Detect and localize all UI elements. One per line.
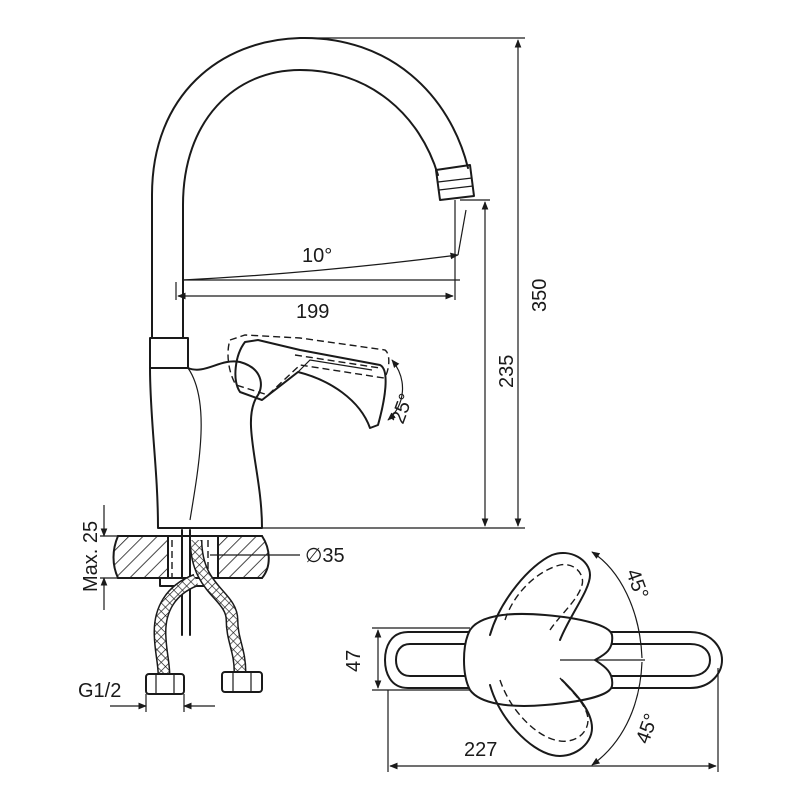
spout-top-outline	[384, 631, 723, 689]
handle-tilted-dashed	[227, 334, 390, 396]
spout-tube	[151, 36, 475, 339]
spout-height-label: 235	[496, 355, 518, 388]
reach-label: 199	[296, 301, 329, 323]
swivel-angle-bottom-label: 45°	[632, 711, 663, 747]
top-dimension-lines	[372, 551, 719, 772]
total-height-label: 350	[529, 279, 551, 312]
faucet-body	[149, 360, 263, 529]
hole-diameter-label: ∅35	[305, 545, 345, 567]
handle-top-solid	[489, 552, 591, 641]
max-thickness-label: Max. 25	[80, 521, 102, 592]
angle-spout-label: 10°	[302, 245, 332, 267]
top-view: 45° 45° 47 227	[343, 551, 723, 772]
handle-angle-label: 25°	[387, 391, 418, 427]
body-width-label: 47	[343, 650, 365, 672]
side-view: 10° 199 350 235 25° Max. 25 ∅35 G1/2	[78, 36, 551, 712]
side-dimension-lines	[100, 37, 525, 712]
handle-top-dashed	[499, 677, 589, 742]
spout-collar	[149, 337, 189, 369]
thread-label: G1/2	[78, 680, 121, 702]
supply-hoses	[145, 539, 263, 695]
handle-solid	[234, 339, 387, 429]
swivel-angle-top-label: 45°	[621, 566, 652, 602]
length-label: 227	[464, 739, 497, 761]
countertop-section	[112, 535, 270, 579]
